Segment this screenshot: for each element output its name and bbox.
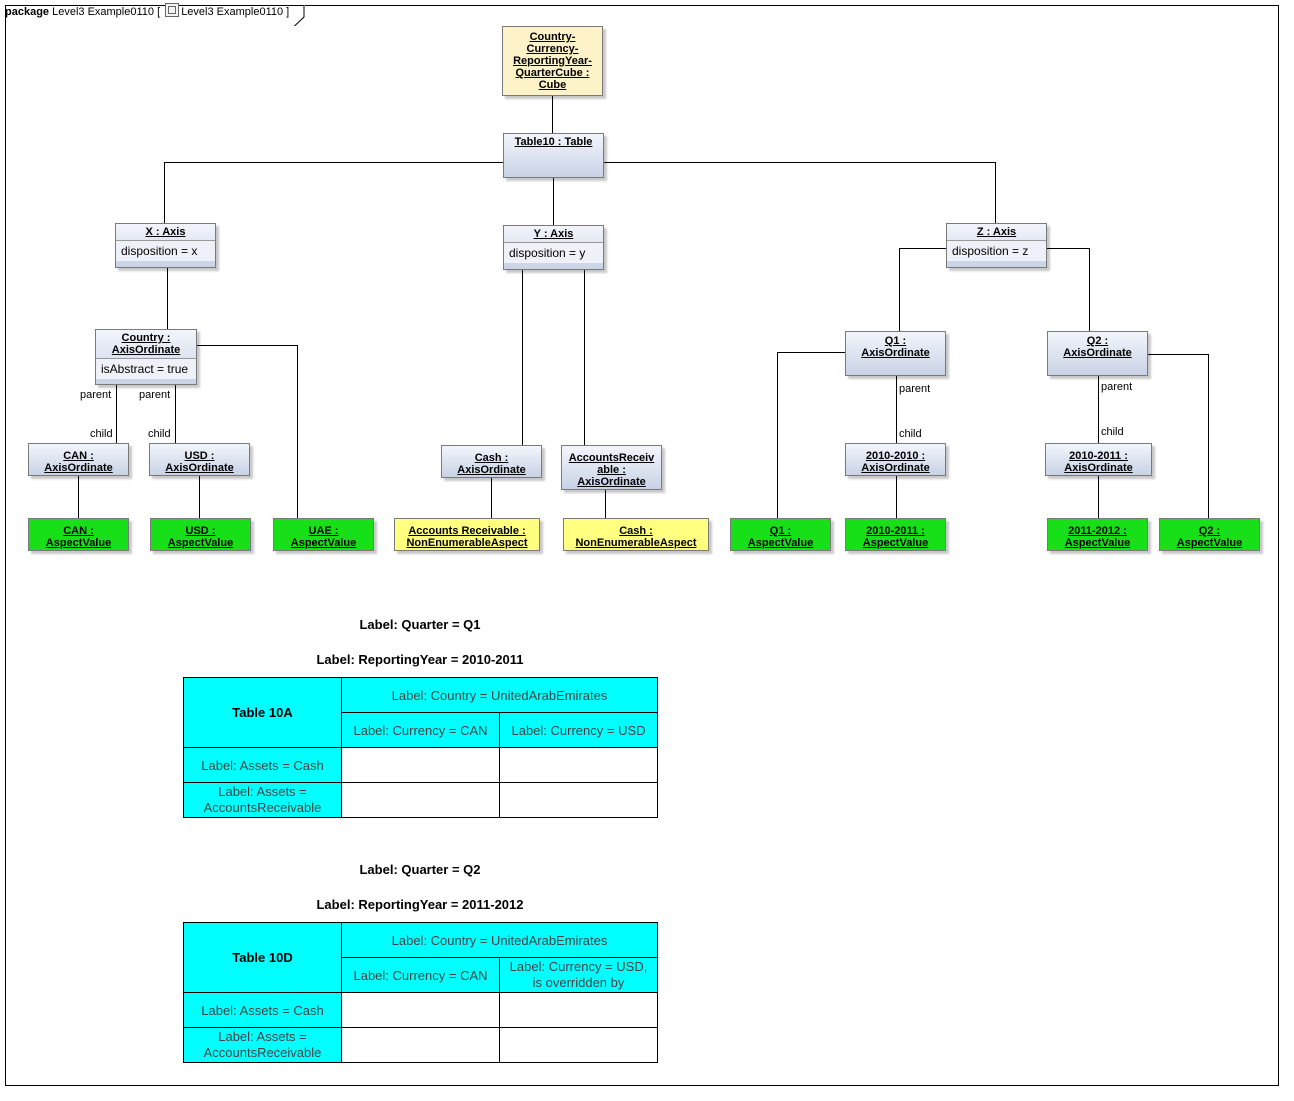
year-2010-2010-ordinate-node[interactable]: 2010-2010 : AxisOrdinate xyxy=(845,443,946,476)
table-10a-row-cash: Label: Assets = Cash xyxy=(183,747,342,783)
country-ordinate-attribute: isAbstract = true xyxy=(96,358,196,379)
edge-z-q1 xyxy=(899,248,946,331)
uae-aspect-value-node[interactable]: UAE : AspectValue xyxy=(273,518,374,551)
z-axis-title: Z : Axis xyxy=(976,226,1017,238)
usd-ordinate-node[interactable]: USD : AxisOrdinate xyxy=(149,443,250,476)
package-tab-shape xyxy=(5,5,305,26)
y-axis-attribute: disposition = y xyxy=(504,242,603,263)
q1-aspect-value-node[interactable]: Q1 : AspectValue xyxy=(730,518,831,551)
y-axis-title: Y : Axis xyxy=(533,228,574,240)
q2-aspect-value-title: Q2 : AspectValue xyxy=(1176,524,1243,549)
edge-z-q2 xyxy=(1046,248,1090,331)
table-10d-cell xyxy=(341,1027,500,1063)
edge-label-child: child xyxy=(148,428,171,440)
year-2010-2010-ordinate-title: 2010-2010 : AxisOrdinate xyxy=(861,449,930,474)
can-ordinate-node[interactable]: CAN : AxisOrdinate xyxy=(28,443,129,476)
table-d-year-label: Label: ReportingYear = 2011-2012 xyxy=(316,897,524,912)
cash-nea-node[interactable]: Cash : NonEnumerableAspect xyxy=(563,518,709,551)
package-keyword: package xyxy=(5,6,50,18)
edge-label-child: child xyxy=(1101,426,1124,438)
cash-ordinate-node[interactable]: Cash : AxisOrdinate xyxy=(441,445,542,478)
table-10a-cell xyxy=(499,747,658,783)
table-10a-row-ar: Label: Assets = AccountsReceivable xyxy=(183,782,342,818)
edge-table-x xyxy=(164,162,503,223)
table10-node[interactable]: Table10 : Table xyxy=(503,133,604,178)
table-10a-cell xyxy=(499,782,658,818)
edge-table-z xyxy=(604,162,996,223)
q2-ordinate-node[interactable]: Q2 : AxisOrdinate xyxy=(1047,331,1148,376)
country-ordinate-node[interactable]: Country : AxisOrdinate isAbstract = true xyxy=(95,329,197,385)
table-10a-col-can: Label: Currency = CAN xyxy=(341,712,500,748)
edge-label-child: child xyxy=(90,428,113,440)
package-tab: package Level3 Example0110 [ Level3 Exam… xyxy=(5,3,289,19)
country-ordinate-title: Country : AxisOrdinate xyxy=(111,332,181,356)
table-10d: Table 10D Label: Country = UnitedArabEmi… xyxy=(183,922,658,1063)
z-axis-node[interactable]: Z : Axis disposition = z xyxy=(946,223,1047,268)
table-10d-cell xyxy=(499,992,658,1028)
year-2010-2011-ordinate-title: 2010-2011 : AxisOrdinate xyxy=(1064,449,1133,474)
x-axis-title: X : Axis xyxy=(145,226,186,238)
x-axis-node[interactable]: X : Axis disposition = x xyxy=(115,223,216,268)
table-10d-cell xyxy=(499,1027,658,1063)
year-2010-2011-aspect-value-node[interactable]: 2010-2011 : AspectValue xyxy=(845,518,946,551)
usd-aspect-value-node[interactable]: USD : AspectValue xyxy=(150,518,251,551)
year-2010-2011-ordinate-node[interactable]: 2010-2011 : AxisOrdinate xyxy=(1045,443,1152,476)
cash-nea-title: Cash : NonEnumerableAspect xyxy=(575,524,697,549)
edge-label-parent: parent xyxy=(1101,381,1133,393)
edge-label-parent: parent xyxy=(139,389,171,401)
diagram-icon xyxy=(165,3,180,17)
table-d-quarter-label: Label: Quarter = Q2 xyxy=(359,862,481,877)
table-10d-country-header: Label: Country = UnitedArabEmirates xyxy=(341,922,658,958)
table-10d-col-usd: Label: Currency = USD, is overridden by xyxy=(499,957,658,993)
edge-label-child: child xyxy=(899,428,922,440)
usd-aspect-value-title: USD : AspectValue xyxy=(167,524,234,549)
uae-aspect-value-title: UAE : AspectValue xyxy=(290,524,357,549)
table10-title: Table10 : Table xyxy=(514,136,593,148)
table-10d-name: Table 10D xyxy=(183,922,342,993)
can-ordinate-title: CAN : AxisOrdinate xyxy=(44,449,113,474)
edge-country-uae xyxy=(197,345,298,518)
usd-ordinate-title: USD : AxisOrdinate xyxy=(165,449,234,474)
table-10a: Table 10A Label: Country = UnitedArabEmi… xyxy=(183,677,658,818)
edge-q2-q2av xyxy=(1147,354,1209,518)
edge-label-parent: parent xyxy=(899,383,931,395)
table-a-quarter-label: Label: Quarter = Q1 xyxy=(359,617,481,632)
q2-aspect-value-node[interactable]: Q2 : AspectValue xyxy=(1159,518,1260,551)
accounts-receivable-ordinate-node[interactable]: AccountsReceiv able : AxisOrdinate xyxy=(561,445,662,490)
table-10d-cell xyxy=(341,992,500,1028)
q1-aspect-value-title: Q1 : AspectValue xyxy=(747,524,814,549)
cube-node[interactable]: Country- Currency- ReportingYear- Quarte… xyxy=(502,26,603,96)
table-10a-cell xyxy=(341,782,500,818)
table-10d-row-cash: Label: Assets = Cash xyxy=(183,992,342,1028)
diagram-name: Level3 Example0110 xyxy=(181,6,284,18)
table-10a-col-usd: Label: Currency = USD xyxy=(499,712,658,748)
z-axis-attribute: disposition = z xyxy=(947,240,1046,261)
edge-q1-q1av xyxy=(777,352,845,518)
package-name: Level3 Example0110 xyxy=(52,6,155,18)
package-frame xyxy=(5,5,1279,1086)
cube-title: Country- Currency- ReportingYear- Quarte… xyxy=(513,31,592,91)
year-2011-2012-aspect-value-node[interactable]: 2011-2012 : AspectValue xyxy=(1047,518,1148,551)
table-10d-col-can: Label: Currency = CAN xyxy=(341,957,500,993)
edge-label-parent: parent xyxy=(80,389,112,401)
table-10a-cell xyxy=(341,747,500,783)
q1-ordinate-title: Q1 : AxisOrdinate xyxy=(861,335,930,359)
can-aspect-value-title: CAN : AspectValue xyxy=(45,524,112,549)
table-10a-name: Table 10A xyxy=(183,677,342,748)
accounts-receivable-nea-node[interactable]: Accounts Receivable : NonEnumerableAspec… xyxy=(394,518,540,551)
y-axis-node[interactable]: Y : Axis disposition = y xyxy=(503,225,604,270)
cash-ordinate-title: Cash : AxisOrdinate xyxy=(457,451,526,476)
q2-ordinate-title: Q2 : AxisOrdinate xyxy=(1063,335,1132,359)
x-axis-attribute: disposition = x xyxy=(116,240,215,261)
accounts-receivable-nea-title: Accounts Receivable : NonEnumerableAspec… xyxy=(406,524,528,549)
year-2010-2011-aspect-value-title: 2010-2011 : AspectValue xyxy=(862,524,929,549)
can-aspect-value-node[interactable]: CAN : AspectValue xyxy=(28,518,129,551)
q1-ordinate-node[interactable]: Q1 : AxisOrdinate xyxy=(845,331,946,376)
table-10a-country-header: Label: Country = UnitedArabEmirates xyxy=(341,677,658,713)
accounts-receivable-ordinate-title: AccountsReceiv able : AxisOrdinate xyxy=(568,451,655,488)
year-2011-2012-aspect-value-title: 2011-2012 : AspectValue xyxy=(1064,524,1131,549)
table-10d-row-ar: Label: Assets = AccountsReceivable xyxy=(183,1027,342,1063)
table-a-year-label: Label: ReportingYear = 2010-2011 xyxy=(316,652,524,667)
